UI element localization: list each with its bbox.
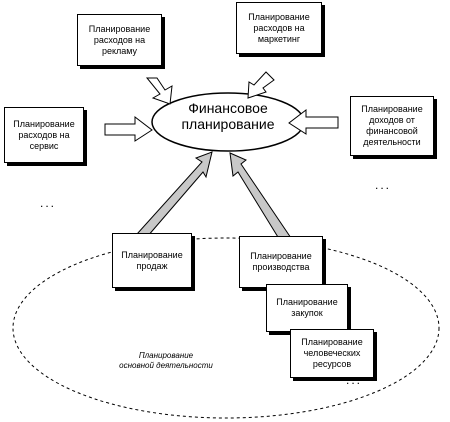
ellipsis-right: ... [375,178,392,192]
arrow-production [229,152,292,243]
ellipsis-bottom: ... [346,373,363,387]
box-hr-planning: Планирование человеческих ресурсов [290,329,374,378]
box-marketing-planning: Планирование расходов на маркетинг [236,2,322,54]
box-advertising-planning: Планирование расходов на рекламу [77,14,162,66]
box-purchases-planning: Планирование закупок [266,284,348,332]
box-service-planning: Планирование расходов на сервис [4,107,84,163]
center-title: Финансовое планирование [181,100,275,132]
box-financial-income-planning: Планирование доходов от финансовой деяте… [350,96,434,156]
box-production-planning: Планирование производства [239,236,323,288]
arrow-sales [136,151,213,238]
core-activity-region [12,237,440,419]
core-activity-label: Планирование основной деятельности [119,351,213,370]
ellipsis-left: ... [40,196,57,210]
arrow-service [104,115,153,142]
box-sales-planning: Планирование продаж [112,233,192,288]
arrow-marketing [247,71,275,99]
arrow-financial-income [288,108,339,135]
arrow-advertising [145,77,173,105]
